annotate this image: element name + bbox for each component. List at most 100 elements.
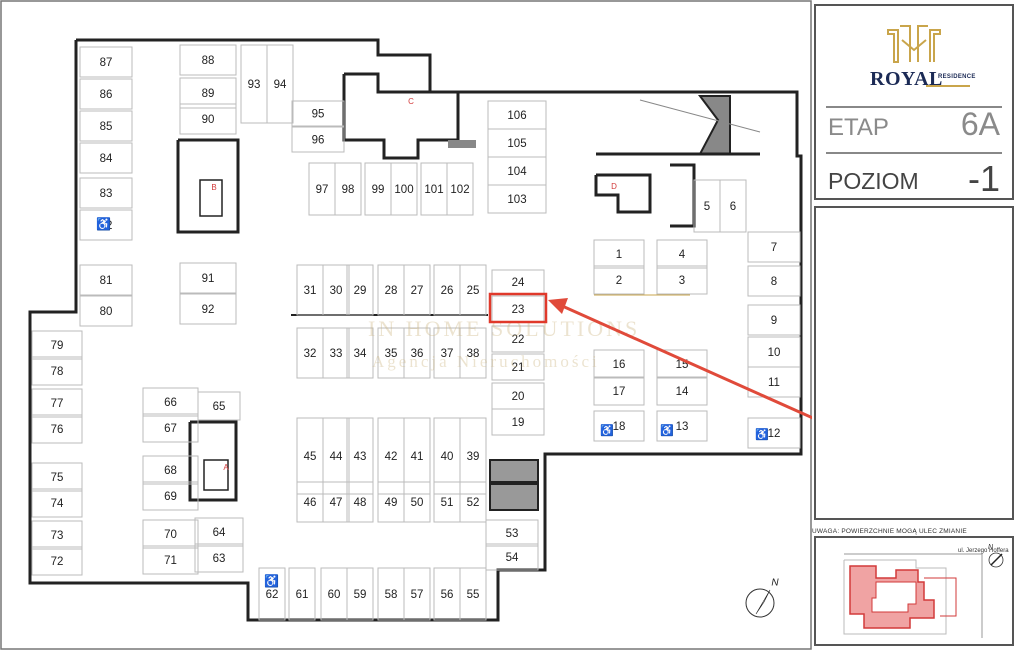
parking-spot-68[interactable] (142, 455, 199, 485)
parking-spot-7[interactable] (747, 231, 801, 263)
parking-spot-61[interactable] (288, 567, 316, 621)
parking-spot-number: 36 (411, 348, 424, 360)
parking-spot-74[interactable] (31, 488, 83, 518)
parking-spot-9[interactable] (747, 304, 801, 336)
parking-spot-72[interactable] (31, 546, 83, 576)
parking-spot-19[interactable] (491, 408, 545, 436)
parking-spot-87[interactable] (79, 46, 133, 78)
watermark: IN HOME SOLUTIONS (368, 316, 640, 341)
parking-spot-83[interactable] (79, 177, 133, 209)
parking-spot-34[interactable] (346, 327, 374, 379)
parking-spot-98[interactable] (334, 162, 362, 216)
parking-spot-1[interactable] (593, 239, 645, 269)
parking-spot-64[interactable] (194, 517, 244, 547)
wheelchair-icon: ♿ (600, 424, 614, 437)
parking-spot-38[interactable] (459, 327, 487, 379)
parking-spot-number: 88 (202, 55, 215, 67)
parking-spot-number: 98 (342, 184, 355, 196)
parking-spot-69[interactable] (142, 481, 199, 511)
parking-spot-85[interactable] (79, 110, 133, 142)
parking-spot-21[interactable] (491, 353, 545, 381)
parking-spot-number: 37 (441, 348, 454, 360)
parking-spot-102[interactable] (446, 162, 474, 216)
parking-spot-100[interactable] (390, 162, 418, 216)
parking-spot-92[interactable] (179, 293, 237, 325)
parking-spot-11[interactable] (747, 366, 801, 398)
parking-spot-6[interactable] (719, 179, 747, 233)
parking-spot-91[interactable] (179, 262, 237, 294)
parking-spot-81[interactable] (79, 264, 133, 296)
parking-spot-73[interactable] (31, 520, 83, 550)
parking-spot-39[interactable] (459, 417, 487, 495)
parking-spot-number: 90 (202, 114, 215, 126)
parking-spot-22[interactable] (491, 325, 545, 353)
parking-spot-77[interactable] (31, 388, 83, 418)
parking-spot-79[interactable] (31, 330, 83, 360)
parking-spot-78[interactable] (31, 356, 83, 386)
parking-spot-number: 38 (467, 348, 480, 360)
parking-spot-12[interactable] (747, 417, 801, 449)
parking-spot-84[interactable] (79, 142, 133, 174)
parking-spot-number: 2 (616, 275, 622, 287)
street-label: ul. Jerzego Hoffera (958, 548, 1009, 554)
parking-spot-13[interactable] (656, 410, 708, 442)
parking-spot-number: 5 (704, 201, 710, 213)
parking-spot-82[interactable] (79, 209, 133, 241)
parking-spot-number: 4 (679, 249, 686, 261)
parking-spot-number: 83 (100, 188, 113, 200)
parking-spot-52[interactable] (459, 481, 487, 523)
parking-spot-17[interactable] (593, 376, 645, 406)
parking-spot-47[interactable] (322, 481, 350, 523)
parking-spot-65[interactable] (197, 391, 241, 421)
parking-spot-76[interactable] (31, 414, 83, 444)
parking-spot-94[interactable] (266, 44, 294, 124)
parking-spot-55[interactable] (459, 567, 487, 621)
parking-spot-16[interactable] (593, 349, 645, 379)
parking-spot-14[interactable] (656, 376, 708, 406)
parking-spot-29[interactable] (346, 264, 374, 316)
parking-spot-33[interactable] (322, 327, 350, 379)
parking-spot-43[interactable] (346, 417, 374, 495)
parking-spot-number: 58 (385, 589, 398, 601)
parking-spot-70[interactable] (142, 519, 199, 549)
parking-spot-18[interactable] (593, 410, 645, 442)
parking-spot-59[interactable] (346, 567, 374, 621)
parking-spot-86[interactable] (79, 78, 133, 110)
parking-spot-number: 104 (507, 166, 527, 178)
parking-spot-62[interactable] (258, 567, 286, 621)
parking-spot-53[interactable] (485, 519, 539, 547)
parking-spot-50[interactable] (403, 481, 431, 523)
parking-spot-8[interactable] (747, 265, 801, 297)
parking-spot-number: 1 (616, 249, 622, 261)
parking-spot-44[interactable] (322, 417, 350, 495)
parking-spot-number: 69 (164, 491, 177, 503)
parking-spot-75[interactable] (31, 462, 83, 492)
parking-spot-67[interactable] (142, 413, 199, 443)
parking-spot-15[interactable] (656, 349, 708, 379)
parking-spot-80[interactable] (79, 295, 133, 327)
parking-spot-4[interactable] (656, 239, 708, 269)
parking-spot-103[interactable] (487, 184, 547, 214)
parking-spot-88[interactable] (179, 44, 237, 76)
parking-spot-95[interactable] (291, 100, 345, 127)
parking-spot-number: 20 (512, 391, 525, 403)
parking-spot-57[interactable] (403, 567, 431, 621)
parking-spot-3[interactable] (656, 265, 708, 295)
parking-spot-89[interactable] (179, 77, 237, 109)
parking-spot-41[interactable] (403, 417, 431, 495)
parking-spot-90[interactable] (179, 103, 237, 135)
parking-spot-number: 60 (328, 589, 341, 601)
parking-spot-71[interactable] (142, 545, 199, 575)
poziom-label: POZIOM (828, 168, 919, 194)
parking-spot-25[interactable] (459, 264, 487, 316)
parking-spot-48[interactable] (346, 481, 374, 523)
parking-spot-number: 74 (51, 498, 64, 510)
parking-spot-27[interactable] (403, 264, 431, 316)
parking-spot-54[interactable] (485, 543, 539, 571)
parking-spot-number: 76 (51, 424, 64, 436)
parking-spot-36[interactable] (403, 327, 431, 379)
parking-spot-63[interactable] (194, 543, 244, 573)
parking-spot-96[interactable] (291, 126, 345, 153)
parking-spot-2[interactable] (593, 265, 645, 295)
parking-spot-30[interactable] (322, 264, 350, 316)
